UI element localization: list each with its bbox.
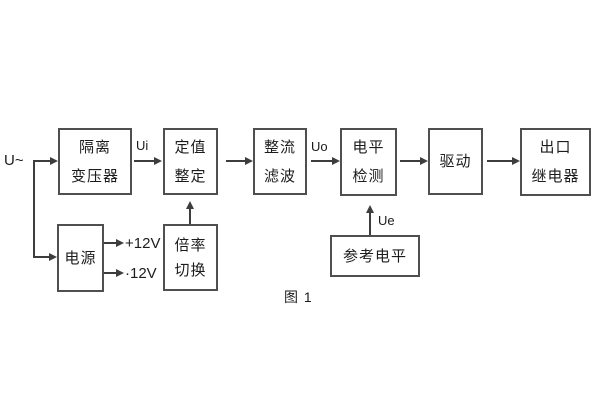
- block-label-line: 驱动: [439, 153, 472, 170]
- arrowhead-right: [116, 269, 124, 277]
- arrowhead-right: [154, 157, 162, 165]
- rail-positive-label: +12V: [125, 235, 161, 252]
- arrowhead-right: [420, 157, 428, 165]
- block-label-line: 变压器: [70, 167, 119, 185]
- arrowhead-up: [186, 201, 194, 209]
- connector-line: [104, 272, 116, 274]
- block-isolation-transformer: 隔离 变压器: [58, 128, 132, 195]
- connector-line: [33, 160, 35, 258]
- connector-line: [33, 160, 50, 162]
- uo-signal-label: Uo: [311, 139, 328, 154]
- block-label-line: 隔离: [78, 138, 111, 156]
- ui-signal-label: Ui: [136, 138, 149, 153]
- rail-negative-label: ·12V: [125, 265, 157, 282]
- block-label-line: 定值: [174, 138, 207, 156]
- connector-line: [189, 209, 191, 224]
- connector-line: [104, 242, 116, 244]
- figure-caption: 图 1: [284, 289, 313, 305]
- arrowhead-right: [332, 157, 340, 165]
- connector-line: [134, 160, 154, 162]
- block-label-line: 电平: [352, 139, 385, 156]
- block-drive: 驱动: [428, 128, 483, 195]
- block-ratio-switch: 倍率 切换: [163, 224, 218, 291]
- block-label-line: 电源: [64, 249, 97, 267]
- block-label-line: 检测: [352, 168, 385, 185]
- arrowhead-right: [512, 157, 520, 165]
- block-level-detect: 电平 检测: [340, 128, 397, 196]
- block-label-line: 继电器: [531, 168, 580, 185]
- arrowhead-up: [366, 205, 374, 213]
- input-signal-label: U~: [4, 152, 24, 169]
- block-label-line: 滤波: [263, 167, 296, 185]
- block-label-line: 整流: [263, 138, 296, 156]
- ue-signal-label: Ue: [378, 213, 395, 228]
- connector-line: [400, 160, 420, 162]
- arrowhead-right: [50, 157, 58, 165]
- block-reference-level: 参考电平: [330, 235, 420, 277]
- block-output-relay: 出口 继电器: [520, 128, 591, 196]
- block-setting-adjust: 定值 整定: [163, 128, 218, 195]
- block-label-line: 倍率: [174, 236, 207, 254]
- block-rectify-filter: 整流 滤波: [253, 128, 307, 195]
- arrowhead-right: [49, 253, 57, 261]
- connector-line: [311, 160, 332, 162]
- block-label-line: 出口: [539, 139, 572, 156]
- block-power-supply: 电源: [57, 224, 104, 292]
- arrowhead-right: [116, 239, 124, 247]
- arrowhead-right: [245, 157, 253, 165]
- connector-line: [487, 160, 512, 162]
- block-label-line: 参考电平: [342, 247, 407, 265]
- block-label-line: 切换: [174, 261, 207, 279]
- connector-line: [226, 160, 245, 162]
- block-label-line: 整定: [174, 167, 207, 185]
- connector-line: [33, 256, 49, 258]
- connector-line: [369, 213, 371, 235]
